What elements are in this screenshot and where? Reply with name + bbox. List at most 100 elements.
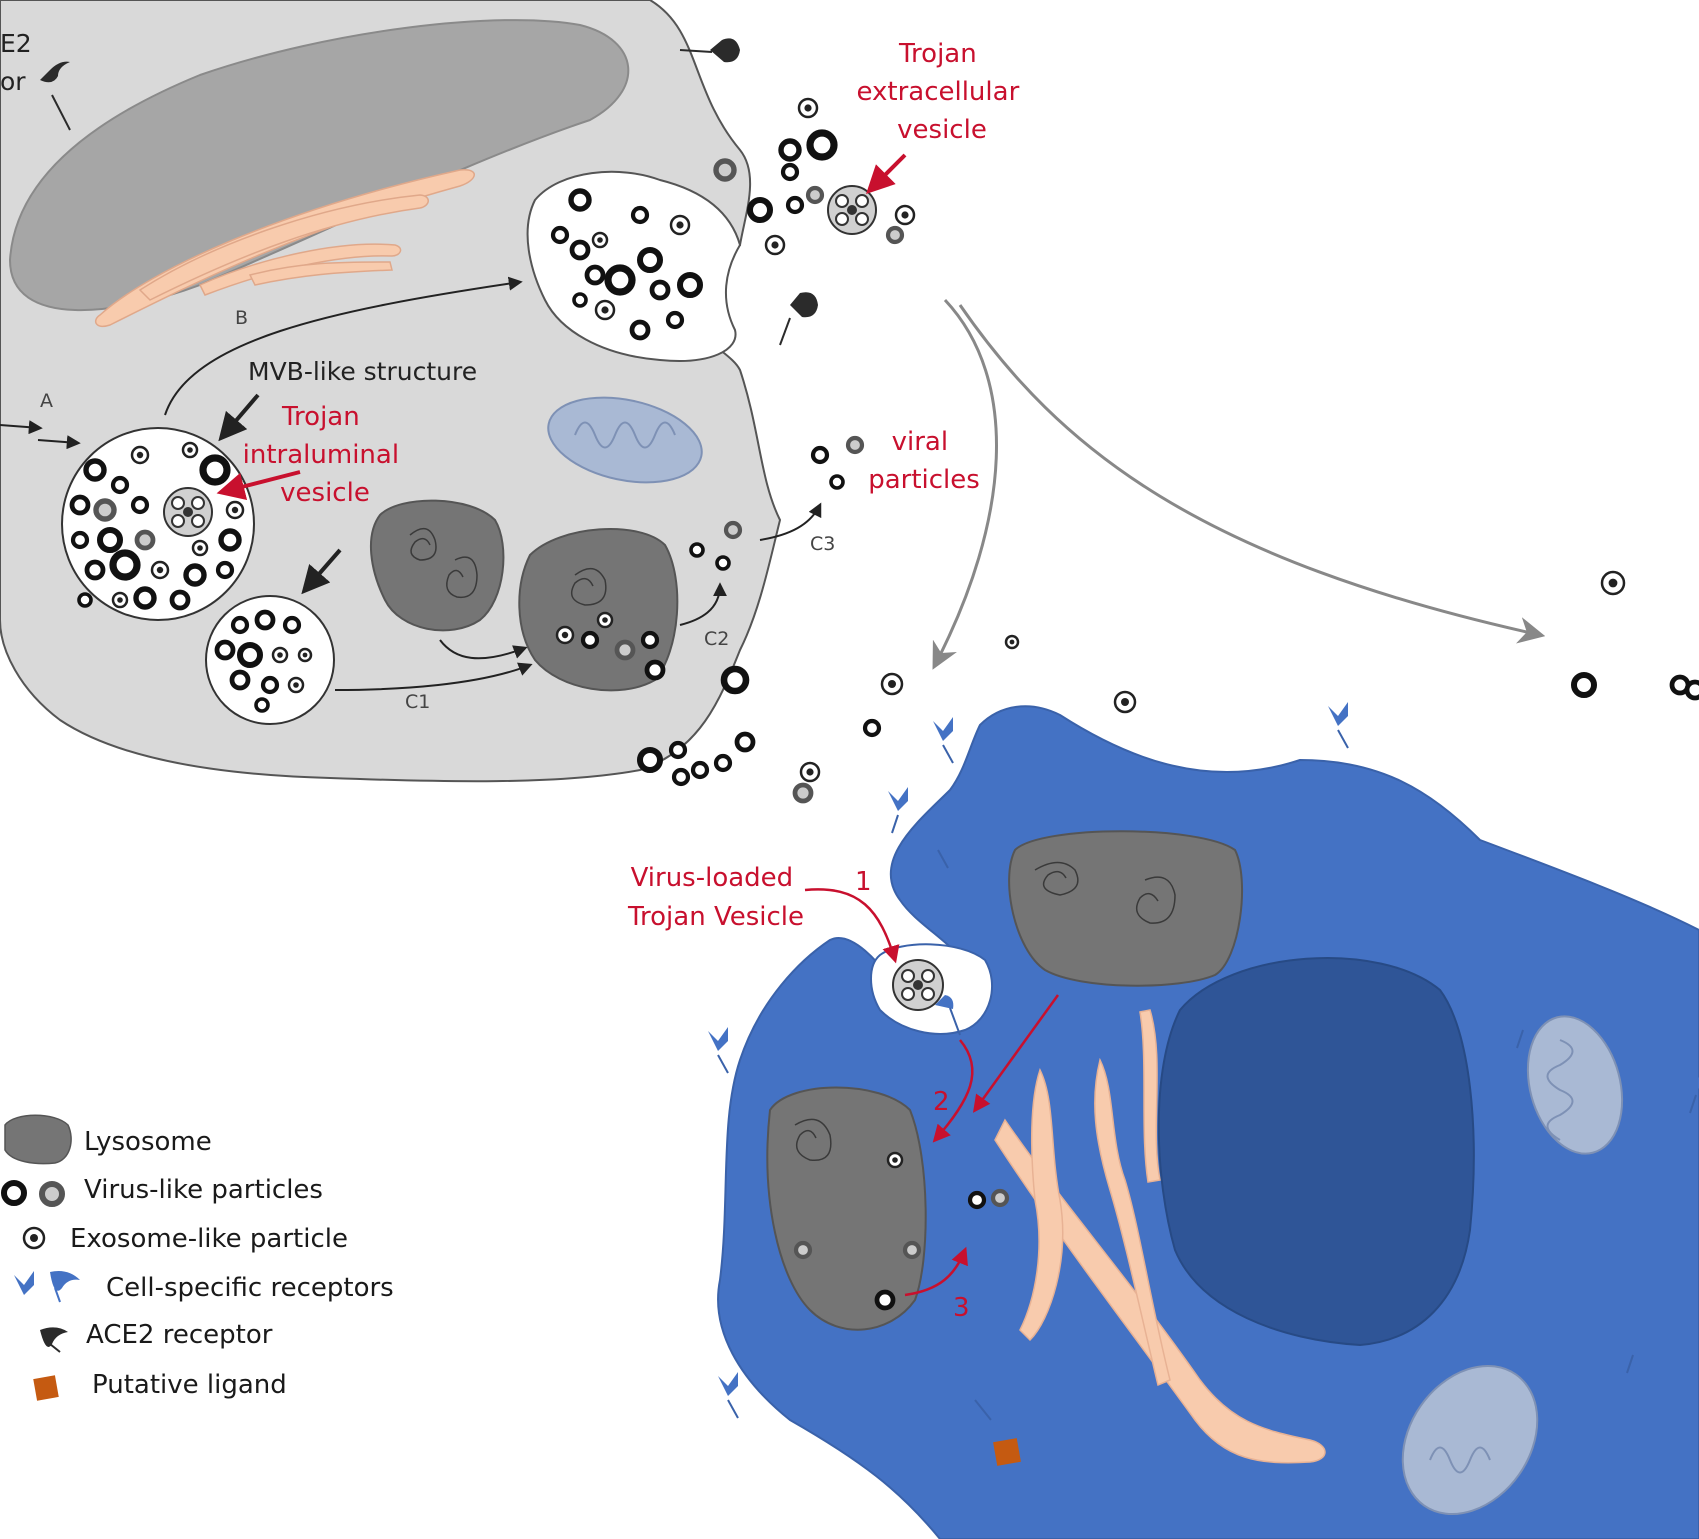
mvb-small-particle — [271, 646, 289, 664]
free-particle — [555, 625, 575, 645]
step-1-label: 1 — [855, 867, 872, 897]
free-particle — [799, 761, 821, 783]
cell-receptor-icon — [14, 1271, 80, 1303]
step-c3-label: C3 — [810, 533, 835, 555]
free-particle — [689, 542, 705, 558]
ace2-receptor-icon — [40, 1327, 68, 1353]
legend-item-lysosome: Lysosome — [4, 1114, 212, 1165]
mvb-small-particle — [254, 609, 276, 631]
mvb-small-particle — [287, 676, 305, 694]
virus-loaded-trojan-label: Virus-loaded Trojan Vesicle — [627, 863, 804, 932]
cell-specific-receptor — [1328, 702, 1349, 749]
free-particle — [637, 747, 663, 773]
mvb-particle — [109, 549, 141, 581]
mvb-particle — [183, 563, 207, 587]
mvb-small-particle — [297, 647, 313, 663]
step-3-label: 3 — [953, 1293, 970, 1323]
free-particle — [845, 435, 865, 455]
cell-specific-receptor — [1623, 1327, 1643, 1374]
cell-specific-receptor — [708, 1027, 729, 1074]
lysosome-icon — [4, 1114, 72, 1165]
mvb-particle — [130, 495, 150, 515]
svg-text:ACE2 receptor: ACE2 receptor — [86, 1320, 273, 1350]
free-particle — [792, 782, 814, 804]
pocket-particle — [584, 264, 606, 286]
donor-mitochondrion — [547, 396, 703, 484]
free-particle — [880, 672, 904, 696]
step-a-label: A — [40, 390, 53, 412]
pocket-particle — [604, 264, 636, 296]
step-c2-label: C2 — [704, 628, 729, 650]
step-b-label: B — [235, 307, 248, 329]
pocket-particle — [677, 272, 703, 298]
legend-item-exosome: Exosome-like particle — [22, 1224, 348, 1254]
cell-specific-receptor — [933, 717, 954, 764]
free-particle — [734, 731, 756, 753]
trojan-intraluminal-vesicle — [163, 487, 213, 537]
svg-text:Putative ligand: Putative ligand — [92, 1370, 287, 1400]
putative-ligand — [974, 1399, 1021, 1466]
arrow-transfer-1 — [932, 298, 998, 670]
mvb-particle — [130, 445, 150, 465]
arrow-step-1 — [804, 888, 900, 964]
mvb-particle — [69, 494, 91, 516]
free-particle — [723, 520, 743, 540]
free-particle — [715, 555, 731, 571]
free-particle — [990, 1188, 1010, 1208]
mvb-small-particle — [260, 675, 280, 695]
pocket-particle — [669, 214, 691, 236]
pocket-particle — [637, 247, 663, 273]
free-particle — [640, 630, 660, 650]
pocket-particle — [591, 231, 609, 249]
mvb-small-particle — [237, 642, 263, 668]
donor-lysosome-plain — [369, 499, 505, 632]
recipient-golgi — [994, 1009, 1326, 1464]
free-particle — [614, 639, 636, 661]
exosome-particle-icon — [22, 1226, 46, 1250]
legend-item-ace2: ACE2 receptor — [40, 1320, 273, 1353]
donor-nucleus — [8, 19, 630, 312]
trojan-extracellular-vesicle — [827, 185, 877, 235]
mvb-structure-label: MVB-like structure — [248, 357, 477, 386]
donor-cell — [0, 0, 818, 783]
arrow-b — [164, 276, 523, 416]
pocket-particle — [629, 319, 651, 341]
step-c1-label: C1 — [405, 691, 430, 713]
free-particle — [713, 158, 737, 182]
free-particle — [874, 1289, 896, 1311]
mvb-particle — [215, 560, 235, 580]
mvb-small-particle — [282, 615, 302, 635]
mvb-particle — [218, 528, 242, 552]
free-particle — [805, 185, 825, 205]
virus-particle-icon — [1, 1180, 65, 1207]
free-particle — [778, 138, 802, 162]
ligand-icon — [33, 1375, 59, 1401]
mvb-particle — [199, 454, 231, 486]
pocket-particle — [572, 292, 588, 308]
svg-text:Lysosome: Lysosome — [84, 1127, 212, 1157]
donor-golgi — [94, 169, 475, 327]
mvb-particle — [84, 559, 106, 581]
mvb-small-particle — [230, 615, 250, 635]
free-particles — [555, 97, 1699, 1311]
recipient-mitochondrion-1 — [1526, 1015, 1624, 1155]
pathway-arrows — [0, 153, 1546, 1297]
mvb-particle — [134, 529, 156, 551]
free-particle — [967, 1190, 987, 1210]
free-particle — [1571, 672, 1597, 698]
free-particle — [668, 740, 688, 760]
arrow-transfer-2 — [958, 304, 1546, 644]
pocket-particle — [665, 310, 685, 330]
mvb-particle — [150, 560, 170, 580]
recipient-lysosome-lower — [766, 1086, 927, 1331]
pocket-particle — [649, 279, 671, 301]
arrow-step-3 — [904, 1246, 968, 1297]
legend-item-ligand: Putative ligand — [33, 1370, 287, 1401]
svg-text:Cell-specific receptors: Cell-specific receptors — [106, 1273, 394, 1303]
mvb-particles — [69, 188, 703, 713]
free-particle — [644, 659, 666, 681]
free-particle — [810, 445, 830, 465]
mvb-particle — [191, 539, 209, 557]
legend-item-virus-particles: Virus-like particles — [1, 1175, 323, 1207]
free-particle — [829, 474, 845, 490]
